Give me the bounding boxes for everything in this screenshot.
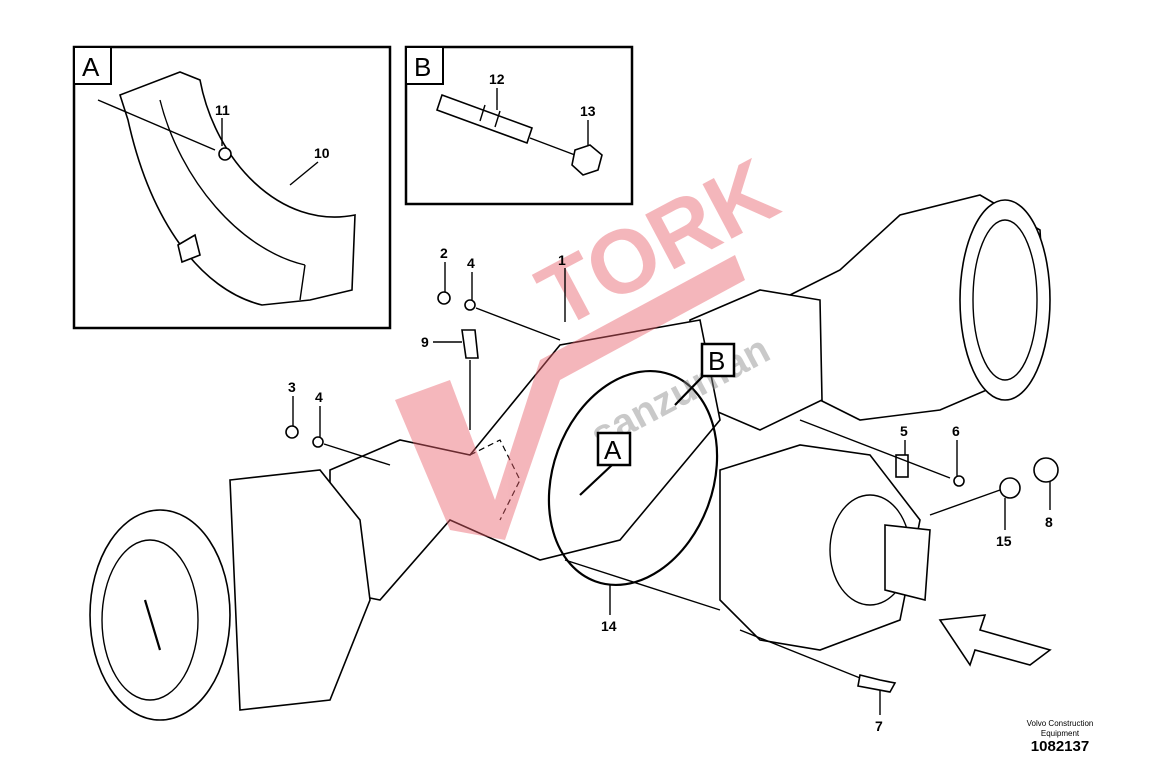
elbow-9: [461, 329, 479, 359]
label-12: 12: [489, 71, 505, 87]
nut-13: [571, 144, 603, 176]
detail-b-letter: B: [414, 52, 431, 82]
seal-15: [999, 477, 1021, 499]
washer-4b: [312, 436, 324, 448]
axle-housing: [89, 194, 1052, 721]
plug-2: [437, 291, 451, 305]
label-9: 9: [421, 334, 429, 350]
company-name: Volvo Construction Equipment: [1000, 719, 1120, 739]
guard-plate: [119, 71, 356, 306]
callout-b[interactable]: B: [674, 342, 736, 406]
label-8: 8: [1045, 514, 1053, 530]
company-line-1: Volvo Construction: [1026, 719, 1094, 728]
plug-8: [1033, 457, 1059, 483]
detail-a-panel: A 11 10: [72, 45, 392, 330]
plug-3: [285, 425, 299, 439]
label-2: 2: [440, 245, 448, 261]
label-7: 7: [875, 718, 883, 734]
seal-ring-14: [547, 369, 719, 587]
label-14: 14: [601, 618, 617, 634]
callout-a[interactable]: A: [579, 431, 632, 496]
label-4b: 4: [315, 389, 323, 405]
bolt-6: [953, 475, 965, 487]
label-13: 13: [580, 103, 596, 119]
differential: [719, 444, 921, 651]
label-1: 1: [558, 252, 566, 268]
washer-4a: [464, 299, 476, 311]
label-10: 10: [314, 145, 330, 161]
detail-b-panel: B 12 13: [404, 45, 634, 206]
svg-text:B: B: [708, 346, 725, 376]
pin-12: [435, 93, 534, 145]
label-5: 5: [900, 423, 908, 439]
company-line-2: Equipment: [1040, 729, 1080, 738]
direction-arrow: [938, 614, 1052, 667]
drawing-number: 1082137: [1030, 738, 1090, 755]
label-6: 6: [952, 423, 960, 439]
bolt-11: [218, 147, 232, 161]
bolt-7: [857, 674, 897, 693]
label-15: 15: [996, 533, 1012, 549]
label-3: 3: [288, 379, 296, 395]
label-11: 11: [215, 102, 230, 118]
label-4a: 4: [467, 255, 475, 271]
svg-text:A: A: [604, 435, 622, 465]
part-labels: 1 2 4 9 3 4 5 6 7 8 14 15: [288, 245, 1053, 734]
detail-a-letter: A: [82, 52, 100, 82]
